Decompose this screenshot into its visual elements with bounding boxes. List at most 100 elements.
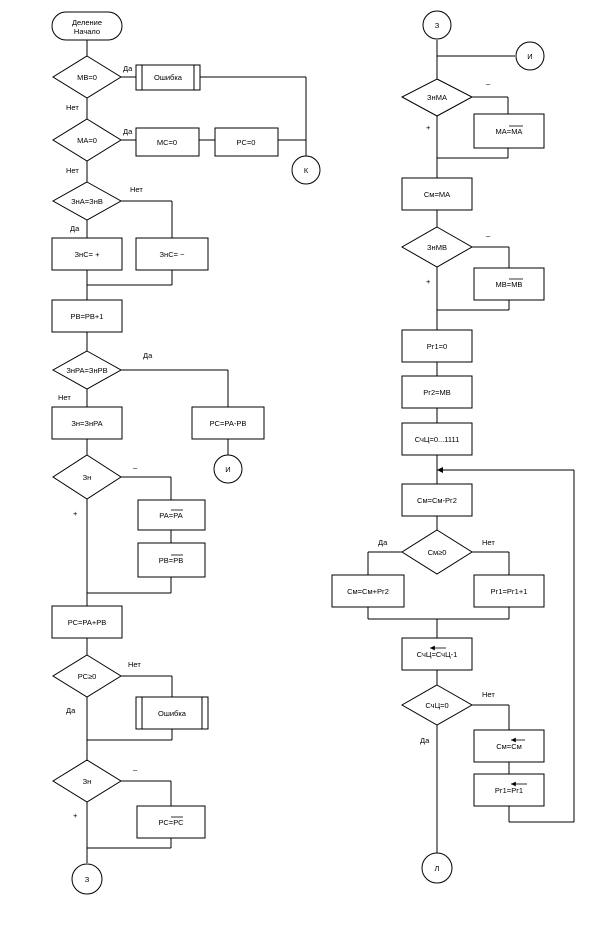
decision-znpa-eq-znpb-label: ЗнРА=ЗнРВ	[66, 366, 107, 375]
process-pc-pa-minus-pb-label: РС=РА-РВ	[210, 419, 247, 428]
process-rg1-inc-label: Рг1=Рг1+1	[491, 587, 528, 596]
edge-label: +	[73, 811, 78, 820]
process-pc-pa-minus-pb: РС=РА-РВ	[191, 406, 265, 440]
decision-cm-ge-0: См≥0	[401, 529, 473, 575]
process-counter-init-label: СчЦ=0...1111	[415, 435, 460, 444]
connector-z-bottom: З	[71, 863, 103, 895]
process-shift-rg1: Рг1=Рг1	[473, 773, 545, 807]
process-ma-invert: МА=МА	[473, 113, 545, 149]
decision-zn-2: Зн	[52, 759, 122, 803]
process-rg2-mb: Рг2=МВ	[401, 375, 473, 409]
connector-k: К	[291, 155, 321, 185]
connector-i-right: И	[515, 41, 545, 71]
process-pc-invert: РС=РС	[136, 805, 206, 839]
process-shift-rg1-label: Рг1=Рг1	[495, 786, 523, 795]
decision-counter-zero: СчЦ=0	[400, 684, 474, 726]
connector-l-end: Л	[421, 852, 453, 884]
connector-i-left: И	[213, 454, 243, 484]
decision-zna-eq-znb-label: ЗнА=ЗнВ	[71, 197, 103, 206]
process-zn-eq-znpa: Зн=ЗнРА	[51, 406, 123, 440]
process-pc-invert-label: РС=РС	[158, 818, 184, 827]
edge-label: Да	[66, 706, 76, 715]
process-error-1-label: Ошибка	[154, 73, 183, 82]
process-mc-zero-label: МС=0	[157, 138, 177, 147]
process-pc-zero-label: РС=0	[237, 138, 256, 147]
decision-zn-1-label: Зн	[83, 473, 92, 482]
process-error-1: Ошибка	[135, 64, 201, 91]
decision-znma-label: ЗнМА	[427, 93, 447, 102]
decision-cm-ge-0-label: См≥0	[428, 548, 447, 557]
decision-ma-zero-label: МА=0	[77, 136, 97, 145]
process-cm-minus-rg2: См=См-Рг2	[401, 483, 473, 517]
process-znc-minus-label: ЗнС= −	[160, 250, 186, 259]
decision-zn-2-label: Зн	[83, 777, 92, 786]
process-pa-invert-label: РА=РА	[159, 511, 182, 520]
edge-label: Да	[143, 351, 153, 360]
edge-label: Нет	[130, 185, 143, 194]
process-counter-init: СчЦ=0...1111	[401, 422, 473, 456]
edge-label: –	[133, 765, 138, 774]
edge-label: Да	[420, 736, 430, 745]
decision-zna-eq-znb: ЗнА=ЗнВ	[51, 181, 123, 221]
connector-z-top: З	[422, 10, 452, 40]
process-cm-ma: См=МА	[401, 177, 473, 211]
process-rg2-mb-label: Рг2=МВ	[423, 388, 451, 397]
process-pb-inc: РВ=РВ+1	[51, 299, 123, 333]
decision-znmb: ЗнМВ	[400, 226, 474, 268]
edge-label: Нет	[482, 690, 495, 699]
edge-label: +	[73, 509, 78, 518]
edge-label: Да	[123, 64, 133, 73]
process-pa-invert: РА=РА	[137, 499, 206, 531]
connector-i-right-label: И	[527, 52, 532, 61]
process-mb-invert: МВ=МВ	[473, 267, 545, 301]
connector-z-bottom-label: З	[85, 875, 90, 884]
process-rg1-inc: Рг1=Рг1+1	[473, 574, 545, 608]
process-mb-invert-label: МВ=МВ	[496, 280, 523, 289]
process-znc-minus: ЗнС= −	[135, 237, 209, 271]
right-connectors	[367, 40, 575, 853]
process-pb-invert: РВ=РВ	[137, 542, 206, 578]
edge-label: –	[486, 231, 491, 240]
process-cm-ma-label: См=МА	[424, 190, 450, 199]
edge-label: Нет	[66, 166, 79, 175]
process-pc-pa-plus-pb: РС=РА+РВ	[51, 605, 123, 639]
edge-label: +	[426, 277, 431, 286]
connector-k-label: К	[304, 166, 309, 175]
edge-label: –	[133, 463, 138, 472]
edge-label: Нет	[482, 538, 495, 547]
process-cm-plus-rg2: См=См+Рг2	[331, 574, 405, 608]
process-ma-invert-label: МА=МА	[496, 127, 523, 136]
edge-label: Да	[123, 127, 133, 136]
process-cm-minus-rg2-label: См=См-Рг2	[417, 496, 457, 505]
edge-labels: Да Нет Да Нет Нет Да Да Нет – + Нет Да –…	[58, 64, 495, 820]
process-mc-zero: МС=0	[135, 127, 200, 157]
process-cm-plus-rg2-label: См=См+Рг2	[347, 587, 389, 596]
process-shift-cm: См=См	[473, 729, 545, 763]
process-pb-inc-label: РВ=РВ+1	[71, 312, 104, 321]
process-pb-invert-label: РВ=РВ	[159, 556, 183, 565]
process-rg1-zero: Рг1=0	[401, 329, 473, 363]
decision-mb-zero: МВ=0	[52, 55, 122, 99]
edge-label: Нет	[128, 660, 141, 669]
connector-l-end-label: Л	[435, 864, 440, 873]
decision-znma: ЗнМА	[400, 78, 474, 117]
edge-label: Нет	[66, 103, 79, 112]
decision-znpa-eq-znpb: ЗнРА=ЗнРВ	[51, 350, 123, 390]
process-shift-cm-label: См=См	[496, 742, 522, 751]
process-counter-dec: СчЦ=СчЦ-1	[401, 637, 473, 671]
process-counter-dec-label: СчЦ=СчЦ-1	[417, 650, 458, 659]
process-pc-zero: РС=0	[214, 127, 279, 157]
edge-label: Да	[378, 538, 388, 547]
connector-z-top-label: З	[435, 21, 440, 30]
process-znc-plus: ЗнС= +	[51, 237, 123, 271]
process-pc-pa-plus-pb-label: РС=РА+РВ	[68, 618, 107, 627]
decision-mb-zero-label: МВ=0	[77, 73, 97, 82]
connector-i-left-label: И	[225, 465, 230, 474]
left-connectors	[86, 40, 307, 863]
edge-label: Да	[70, 224, 80, 233]
process-error-2-label: Ошибка	[158, 709, 187, 718]
edge-label: +	[426, 123, 431, 132]
